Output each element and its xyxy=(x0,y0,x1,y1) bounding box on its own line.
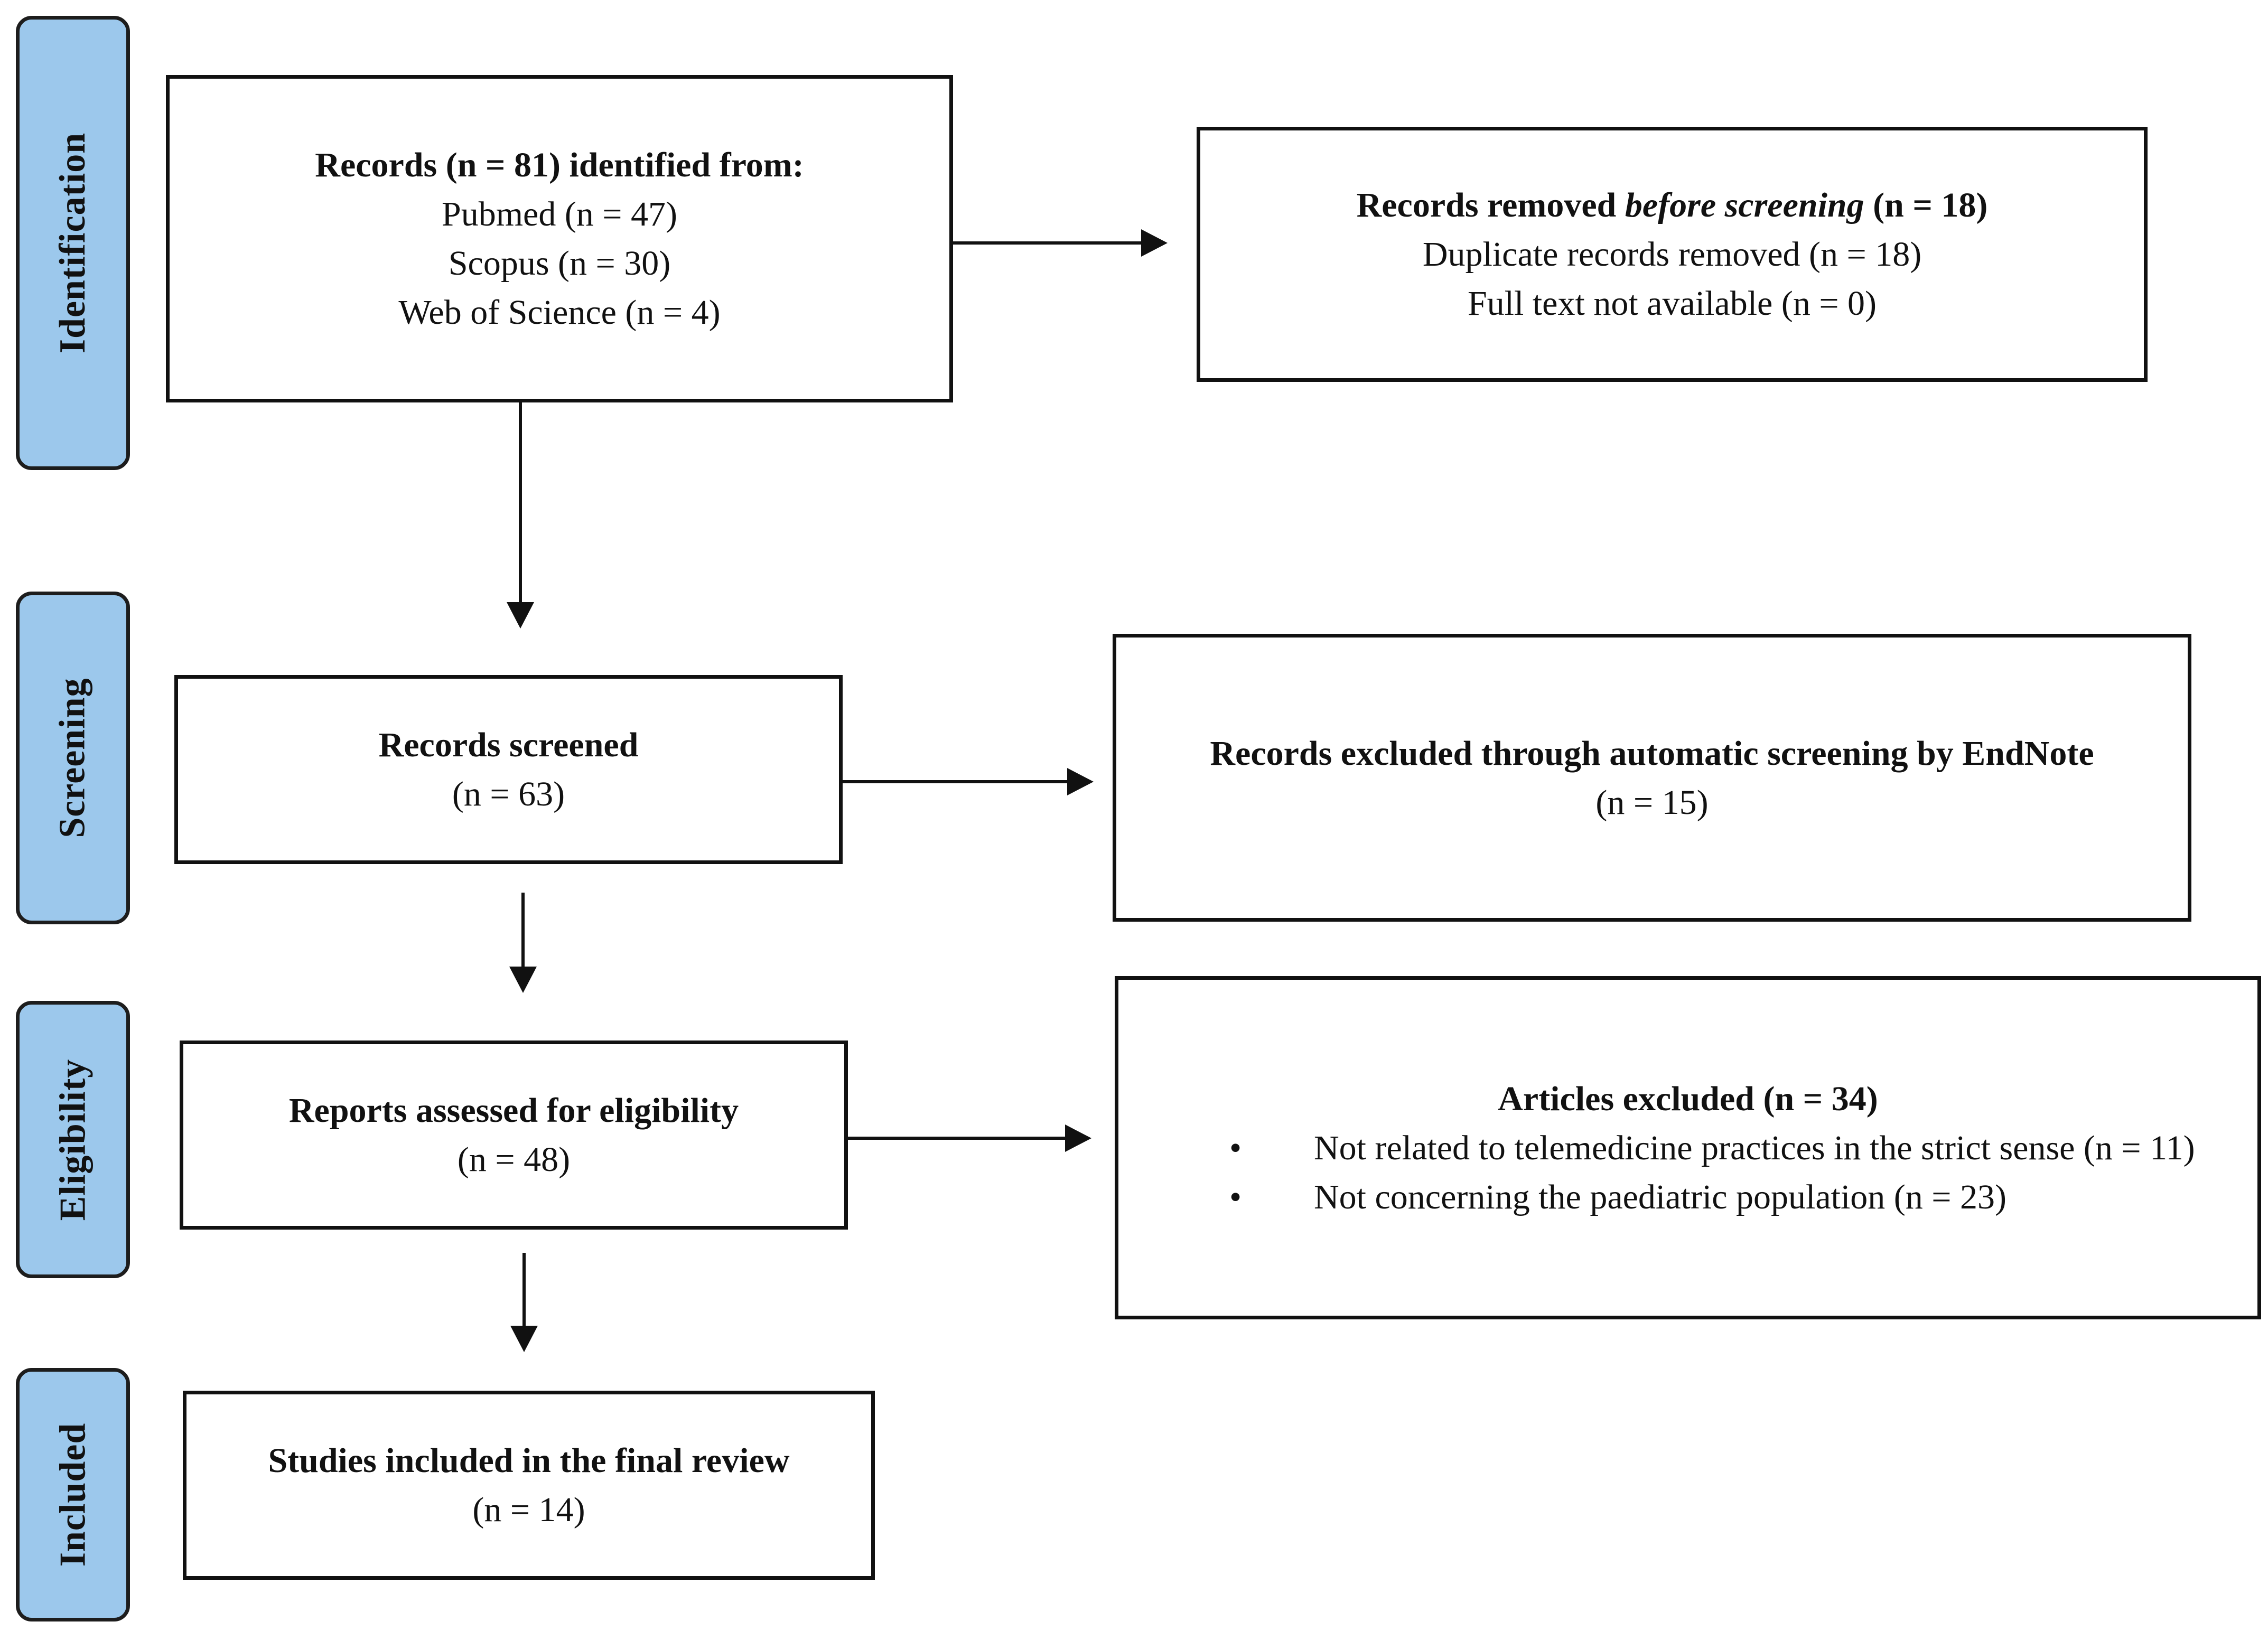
phase-identification: Identification xyxy=(16,16,130,470)
exclusion-reason: Not related to telemedicine practices in… xyxy=(1118,1123,2257,1173)
identification-box: Records (n = 81) identified from: Pubmed… xyxy=(166,75,953,402)
records-removed-heading: Records removed before screening (n = 18… xyxy=(1357,181,1988,230)
arrowhead-identification-to-screened xyxy=(507,602,534,629)
eligibility-heading: Reports assessed for eligibility xyxy=(288,1091,739,1130)
included-count: (n = 14) xyxy=(472,1491,585,1529)
included-heading: Studies included in the final review xyxy=(268,1441,790,1480)
included-box: Studies included in the final review (n … xyxy=(183,1391,875,1580)
records-screened-count: (n = 63) xyxy=(452,775,565,813)
arrowhead-screened-to-eligibility xyxy=(509,967,537,993)
eligibility-count: (n = 48) xyxy=(457,1140,571,1179)
arrowhead-eligibility-to-included xyxy=(510,1326,538,1352)
source-scopus: Scopus (n = 30) xyxy=(448,244,671,283)
records-removed-box: Records removed before screening (n = 18… xyxy=(1197,127,2148,382)
exclusion-reasons-list: Not related to telemedicine practices in… xyxy=(1118,1123,2257,1222)
records-removed-heading-italic: before screening xyxy=(1625,186,1864,224)
eligibility-box: Reports assessed for eligibility (n = 48… xyxy=(180,1041,848,1230)
auto-excluded-box: Records excluded through automatic scree… xyxy=(1113,634,2191,922)
phase-eligibility: Eligibility xyxy=(16,1001,130,1278)
records-screened-heading: Records screened xyxy=(378,726,639,764)
auto-excluded-heading: Records excluded through automatic scree… xyxy=(1210,734,2094,773)
records-removed-heading-prefix: Records removed xyxy=(1356,186,1625,224)
source-web-of-science: Web of Science (n = 4) xyxy=(398,293,721,332)
phase-screening: Screening xyxy=(16,592,130,924)
arrowhead-eligibility-to-articles-excluded xyxy=(1065,1124,1091,1152)
exclusion-reason: Not concerning the paediatric population… xyxy=(1118,1173,2257,1222)
identification-heading: Records (n = 81) identified from: xyxy=(315,146,804,184)
records-removed-heading-suffix: (n = 18) xyxy=(1864,186,1988,224)
articles-excluded-heading: Articles excluded (n = 34) xyxy=(1498,1079,1878,1118)
phase-included: Included xyxy=(16,1368,130,1621)
arrowhead-screened-to-excluded xyxy=(1067,768,1094,795)
records-screened-box: Records screened (n = 63) xyxy=(174,675,843,864)
full-text-unavailable: Full text not available (n = 0) xyxy=(1467,284,1877,323)
duplicates-removed: Duplicate records removed (n = 18) xyxy=(1422,235,1922,274)
articles-excluded-box: Articles excluded (n = 34) Not related t… xyxy=(1115,976,2261,1319)
arrowhead-identification-to-removed xyxy=(1141,229,1168,257)
auto-excluded-count: (n = 15) xyxy=(1595,783,1709,822)
source-pubmed: Pubmed (n = 47) xyxy=(441,195,677,233)
